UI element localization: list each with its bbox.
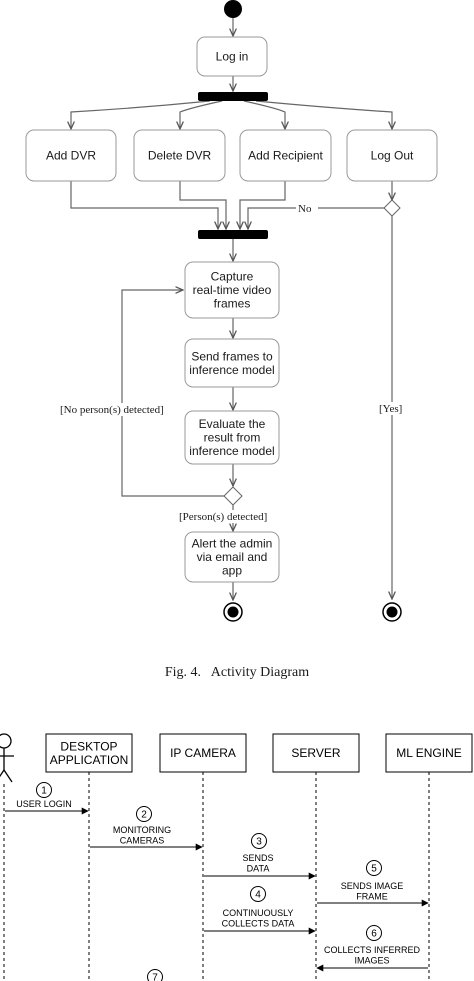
guard-person-detected: [Person(s) detected] bbox=[179, 511, 267, 523]
message-5-number: 5 bbox=[371, 864, 377, 875]
text-line: IMAGES bbox=[354, 955, 389, 965]
message-1-label: USER LOGIN bbox=[16, 799, 72, 809]
action-log-out: Log Out bbox=[346, 129, 438, 182]
lifeline-ml-engine: ML ENGINE bbox=[385, 733, 473, 773]
end-node-right bbox=[382, 602, 402, 622]
actor-stick-figure bbox=[0, 733, 14, 783]
text-line: Log in bbox=[216, 50, 249, 64]
guard-no-person: [No person(s) detected] bbox=[60, 404, 164, 416]
guard-yes: [Yes] bbox=[379, 403, 402, 415]
activity-connectors bbox=[71, 18, 392, 600]
message-6-number: 6 bbox=[371, 929, 377, 940]
action-delete-dvr-label: Delete DVR bbox=[148, 149, 212, 163]
action-add-recipient: Add Recipient bbox=[239, 129, 332, 182]
action-delete-dvr: Delete DVR bbox=[133, 129, 226, 182]
message-1: 1 USER LOGIN bbox=[5, 782, 89, 815]
action-login-label: Log in bbox=[216, 50, 249, 64]
message-7: 7 bbox=[147, 969, 163, 981]
text-line: Evaluate the bbox=[199, 417, 266, 431]
text-line: result from bbox=[204, 431, 261, 445]
text-line: ML ENGINE bbox=[396, 746, 462, 760]
lifeline-ml-engine-label: ML ENGINE bbox=[396, 746, 462, 760]
text-line: inference model bbox=[189, 444, 274, 458]
detection-decision bbox=[223, 486, 243, 506]
message-4-number: 4 bbox=[255, 890, 261, 901]
text-line: via email and bbox=[197, 550, 268, 564]
text-line: DATA bbox=[247, 863, 270, 873]
text-line: DESKTOP bbox=[60, 739, 117, 753]
figure-caption: Fig. 4. Activity Diagram bbox=[165, 665, 309, 680]
text-line: inference model bbox=[189, 363, 274, 377]
action-add-dvr: Add DVR bbox=[25, 129, 117, 182]
logout-decision bbox=[383, 199, 401, 217]
action-log-out-label: Log Out bbox=[371, 149, 414, 163]
text-line: Log Out bbox=[371, 149, 414, 163]
guard-no: No bbox=[298, 203, 312, 215]
text-line: Alert the admin bbox=[192, 537, 273, 551]
text-line: SERVER bbox=[291, 746, 340, 760]
text-line: Add Recipient bbox=[248, 149, 323, 163]
message-1-number: 1 bbox=[41, 786, 47, 797]
message-2-number: 2 bbox=[141, 810, 147, 821]
action-add-recipient-label: Add Recipient bbox=[248, 149, 323, 163]
text-line: USER LOGIN bbox=[16, 799, 72, 809]
text-line: IP CAMERA bbox=[170, 746, 236, 760]
text-line: app bbox=[222, 564, 242, 578]
text-line: SENDS bbox=[242, 853, 273, 863]
text-line: Delete DVR bbox=[148, 149, 212, 163]
text-line: CAMERAS bbox=[120, 835, 165, 845]
activity-diagram: Log in Add DVR Delete DVR Add Recipient … bbox=[25, 0, 438, 680]
text-line: Send frames to bbox=[191, 349, 273, 363]
text-line: Add DVR bbox=[46, 149, 96, 163]
action-add-dvr-label: Add DVR bbox=[46, 149, 96, 163]
lifeline-ip-camera: IP CAMERA bbox=[159, 733, 247, 773]
start-node bbox=[224, 0, 242, 18]
text-line: CONTINUOUSLY bbox=[223, 908, 294, 918]
text-line: SENDS IMAGE bbox=[341, 881, 404, 891]
text-line: COLLECTS DATA bbox=[222, 918, 295, 928]
text-line: MONITORING bbox=[113, 825, 171, 835]
text-line: real-time video bbox=[193, 283, 272, 297]
fork-bar bbox=[198, 92, 268, 101]
action-login: Log in bbox=[196, 36, 268, 77]
message-3-number: 3 bbox=[256, 837, 262, 848]
lifeline-server-label: SERVER bbox=[291, 746, 340, 760]
text-line: FRAME bbox=[356, 891, 388, 901]
text-line: Capture bbox=[211, 270, 254, 284]
text-line: APPLICATION bbox=[50, 753, 128, 767]
lifelines bbox=[3, 772, 430, 981]
join-bar bbox=[198, 230, 268, 239]
text-line: COLLECTS INFERRED bbox=[324, 945, 421, 955]
lifeline-server: SERVER bbox=[272, 733, 360, 773]
lifeline-ip-camera-label: IP CAMERA bbox=[170, 746, 236, 760]
text-line: frames bbox=[214, 297, 251, 311]
end-node-left bbox=[223, 602, 243, 622]
message-7-number: 7 bbox=[152, 973, 158, 981]
